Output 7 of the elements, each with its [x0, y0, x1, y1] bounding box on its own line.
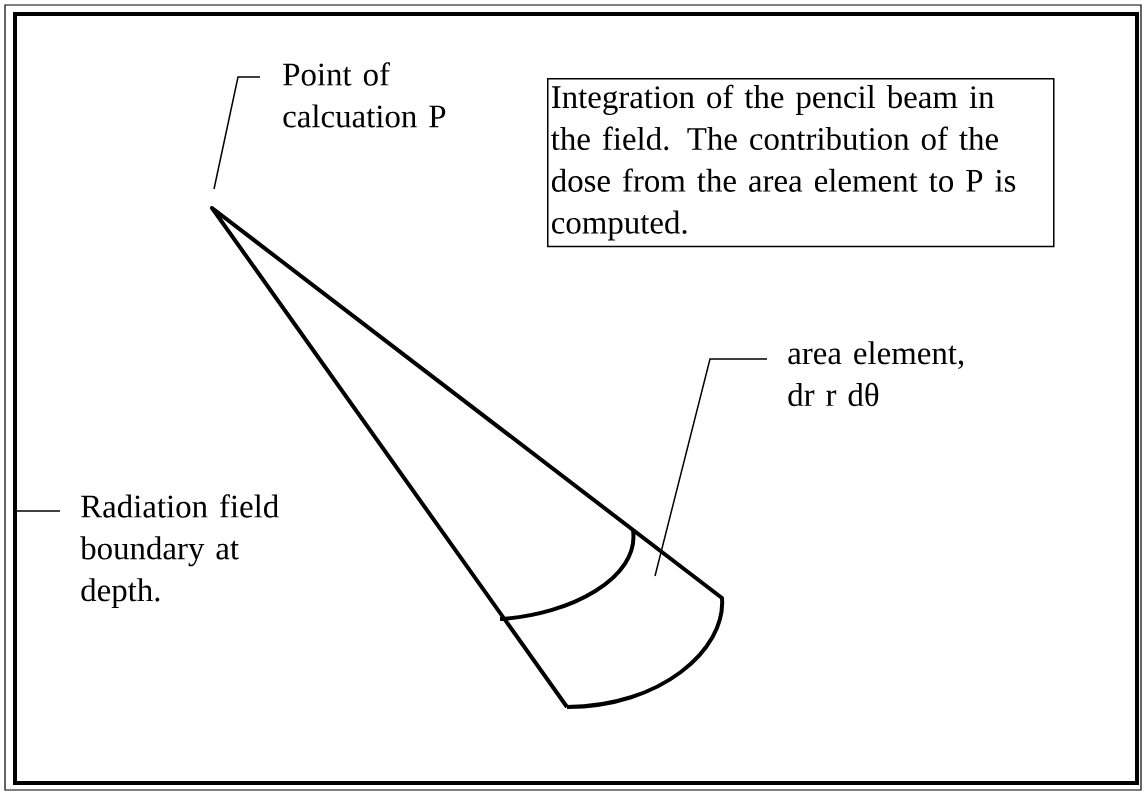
description-box: Integration of the pencil beam in the field. The contribution of the dose from the area element to P is computed. [547, 78, 1055, 248]
leader-line [14, 510, 61, 512]
leader-line [654, 358, 768, 577]
callout-label: Radiation field boundary at depth. [80, 494, 279, 609]
callout-label: area element, dr r dθ [788, 341, 964, 407]
callout-label: Point of calcuation P [283, 62, 446, 128]
leader-line [213, 76, 261, 190]
